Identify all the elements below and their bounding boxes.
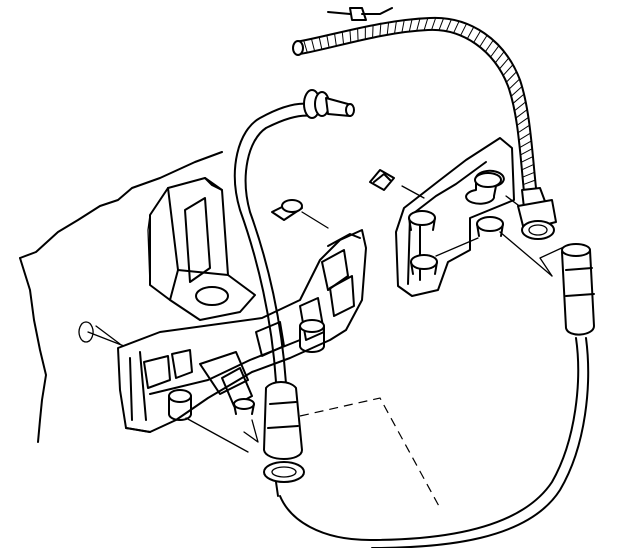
conduit-ridge [303, 40, 308, 53]
conduit-ridge [445, 19, 452, 32]
conduit-ridge [522, 171, 535, 178]
conduit-ridge [318, 37, 323, 50]
routing-guide-dashed [299, 397, 441, 509]
conduit-ridge [484, 39, 494, 53]
conduit-ridge [334, 33, 337, 47]
conduit-ridge [408, 19, 413, 32]
conduit-ridge [521, 163, 534, 171]
conduit-ridge [401, 20, 405, 33]
conduit-ridge [502, 64, 514, 76]
conduit-ridge [520, 148, 533, 156]
clip-right-2 [408, 210, 436, 231]
corrugated-conduit-cable [292, 7, 557, 240]
antenna-cable-front [233, 89, 355, 497]
conduit-ridge [512, 93, 525, 104]
conduit-ridge [438, 18, 445, 31]
conduit-ridge [520, 156, 534, 163]
conduit-ridge [341, 31, 345, 45]
conduit-ridge [453, 21, 460, 34]
conduit-ridge [416, 18, 421, 31]
clip-right-1 [465, 169, 505, 205]
conduit-ridge [518, 132, 531, 141]
retainer-clips-right [408, 169, 505, 275]
conduit-ridge [310, 38, 316, 52]
conduit-ridge [479, 34, 488, 48]
conduit-ridge [506, 71, 517, 83]
conduit-ridge [510, 86, 523, 97]
panel-hole-leader [95, 325, 121, 345]
conduit-ridge [326, 35, 330, 48]
clip-left-1 [168, 389, 192, 421]
body-panel-outline [19, 151, 223, 443]
clip-right-4 [410, 254, 438, 275]
conduit-ridge [519, 140, 532, 148]
conduit-ridge [460, 23, 467, 36]
clip-left-2 [233, 398, 255, 415]
conduit-ridge [423, 17, 429, 31]
retainer-clips-left [168, 319, 325, 421]
conduit-ridge [516, 116, 529, 126]
conduit-ridge [379, 23, 382, 37]
leader-lines-left [185, 417, 259, 453]
conduit-ridge [386, 22, 390, 35]
conduit-ridge [523, 179, 536, 186]
conduit-ridge [494, 51, 505, 64]
conduit-ridge [466, 26, 475, 39]
antenna-lead-rear [279, 243, 595, 548]
conduit-ridge [515, 109, 528, 119]
tie-down-bracket [147, 177, 256, 321]
conduit-ridge [508, 78, 520, 90]
conduit-ridge [490, 45, 500, 58]
conduit-ridge [394, 21, 397, 34]
conduit-ridge [517, 124, 530, 134]
conduit-ridge [349, 30, 352, 43]
conduit-ridge [431, 17, 437, 31]
clip-right-3 [476, 216, 504, 237]
panel-plug [271, 199, 329, 229]
conduit-ridge [473, 30, 482, 43]
conduit-ridges [303, 17, 536, 186]
conduit-ridge [499, 57, 510, 70]
clip-left-3 [299, 319, 325, 353]
conduit-ridge [514, 101, 527, 112]
